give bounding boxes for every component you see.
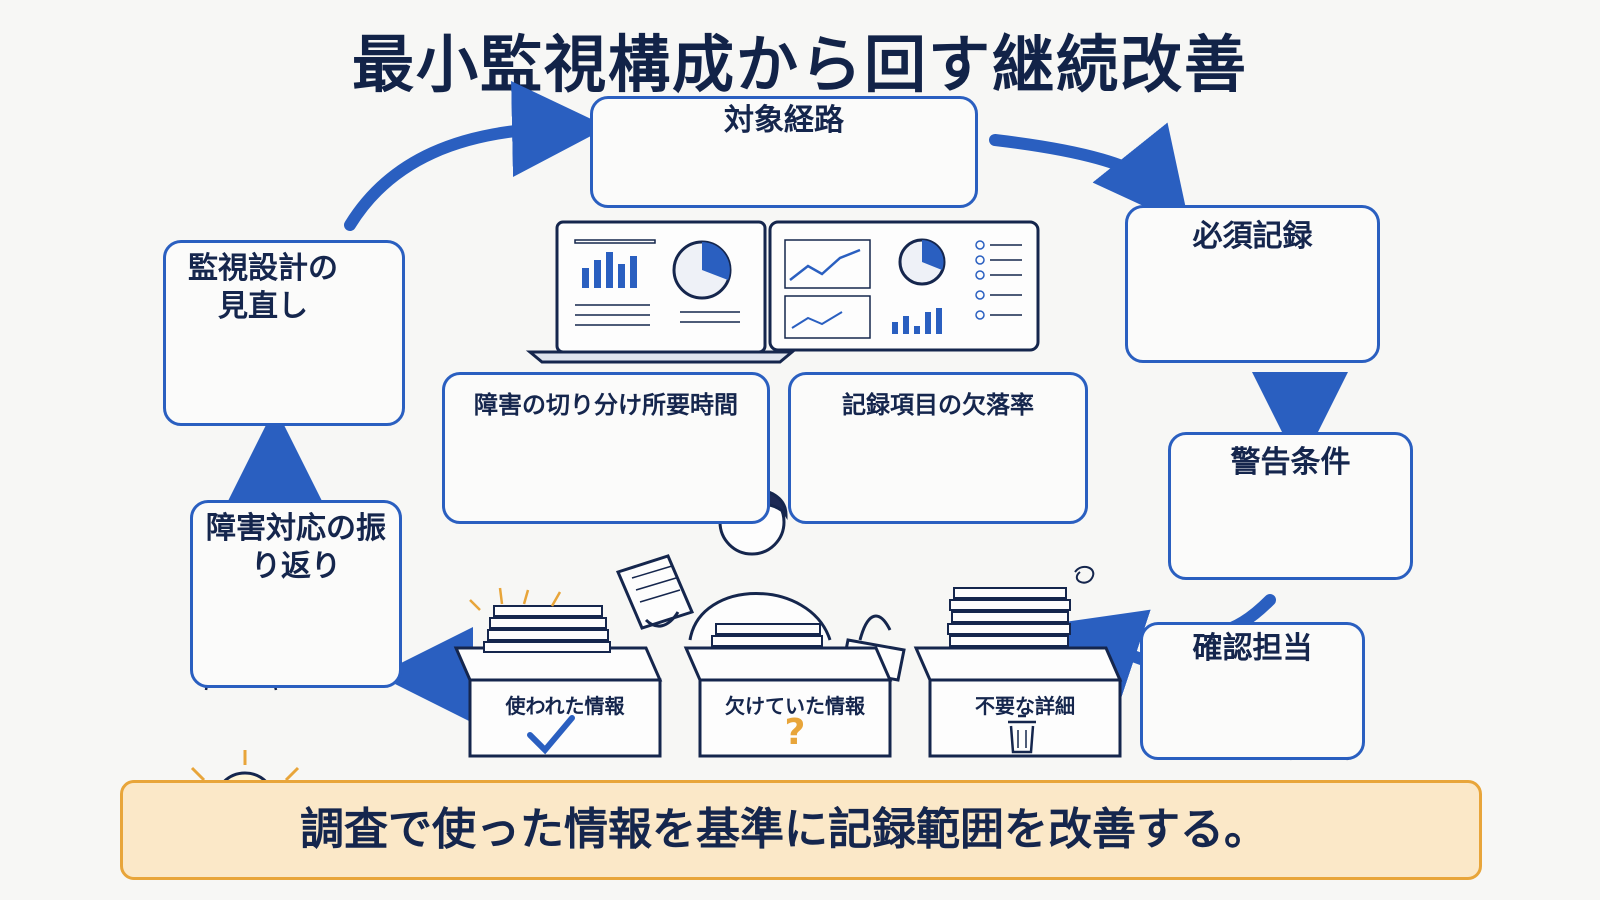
label-target-path: 対象経路 bbox=[724, 103, 844, 138]
checkmark-icon bbox=[527, 715, 575, 755]
paper-stack-icon bbox=[711, 623, 823, 647]
label-alert-conditions: 警告条件 bbox=[1230, 445, 1351, 480]
arrow-path-to-records bbox=[989, 122, 1191, 228]
cycle-arrows bbox=[227, 80, 1348, 723]
bar-chart-icon bbox=[582, 252, 637, 288]
box-target-path bbox=[590, 96, 978, 208]
box-isolation-time bbox=[442, 372, 770, 524]
box-alert-conditions bbox=[1168, 432, 1413, 580]
crate-label-unneeded: 不要な詳細 bbox=[975, 694, 1075, 718]
label-owner: 確認担当 bbox=[1192, 631, 1313, 666]
crate-label-used: 使われた情報 bbox=[505, 694, 625, 718]
paper-icon bbox=[615, 554, 695, 630]
line-chart-icon bbox=[789, 248, 861, 281]
label-required-records: 必須記録 bbox=[1192, 219, 1313, 254]
summary-banner-text: 調査で使った情報を基準に記録範囲を改善する。 bbox=[300, 804, 1268, 855]
crates bbox=[453, 565, 1123, 758]
crate-label-missing: 欠けていた情報 bbox=[725, 694, 865, 718]
label-monitoring-review: 監視設計の見直し bbox=[188, 251, 338, 324]
label-incident-review: 障害対応の振り返り bbox=[206, 511, 386, 584]
box-incident-review bbox=[190, 500, 402, 688]
box-owner bbox=[1140, 622, 1365, 760]
bar-chart-icon bbox=[892, 308, 942, 334]
question-mark-icon: ? bbox=[784, 712, 806, 753]
box-monitoring-review bbox=[163, 240, 405, 426]
crate-missing bbox=[683, 623, 893, 758]
label-missing-rate: 記録項目の欠落率 bbox=[842, 391, 1034, 419]
crate-unneeded bbox=[913, 565, 1123, 758]
arrow-review-to-path bbox=[344, 80, 608, 231]
pie-chart-icon bbox=[672, 240, 732, 300]
page-title: 最小監視構成から回す継続改善 bbox=[351, 28, 1248, 101]
paper-stack-icon bbox=[483, 605, 611, 653]
label-isolation-time: 障害の切り分け所要時間 bbox=[474, 391, 738, 419]
box-missing-rate bbox=[788, 372, 1088, 524]
monitor-dashboard bbox=[768, 220, 1040, 352]
crate-used bbox=[453, 587, 663, 758]
summary-banner bbox=[120, 780, 1482, 880]
trash-icon bbox=[1008, 714, 1036, 754]
box-required-records bbox=[1125, 205, 1380, 363]
paper-stack-icon bbox=[947, 587, 1071, 647]
laptop-dashboard bbox=[525, 220, 797, 364]
status-list-icon bbox=[975, 240, 1022, 320]
pie-chart-icon bbox=[898, 238, 946, 286]
